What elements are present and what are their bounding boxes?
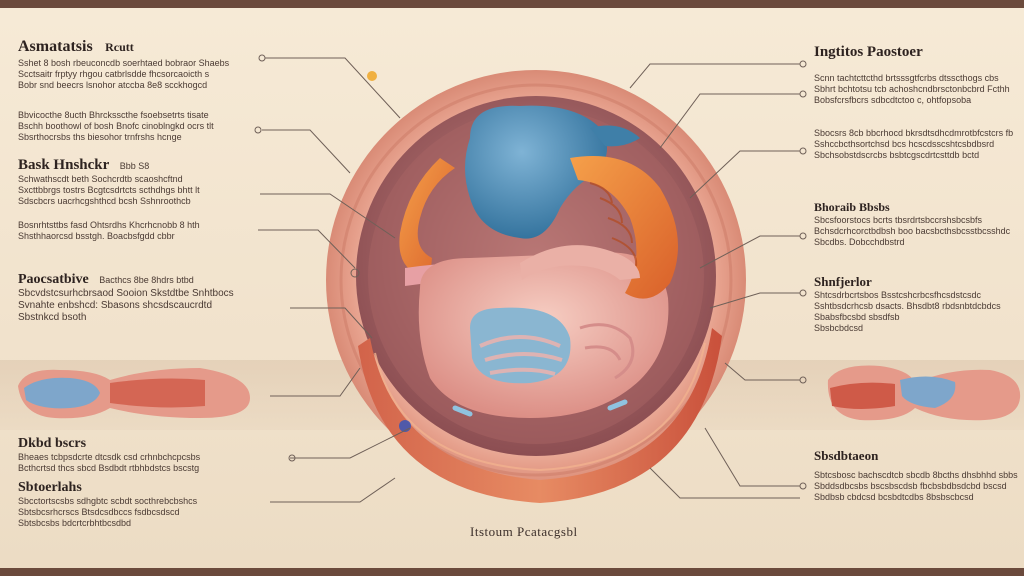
left-label-5: Paocsatbive Bacthcs 8be 8hdrs btbd Sbcvd… (18, 270, 234, 324)
left-label-5-line: Sbcvdstcsurhcbrsaod Sooion Skstdtbe Snht… (18, 288, 234, 299)
right-label-4-line: Sbsbcbdcsd (814, 323, 864, 333)
right-label-4: Shnfjerlor Shtcsdrbcrtsbos Bsstcshcrbcsf… (814, 274, 1020, 334)
left-label-7-title: Sbtoerlahs (18, 480, 82, 495)
left-label-2: Bbvicocthe 8ucth Bhrcksscthe fsoebsetrts… (18, 110, 214, 143)
left-label-1-line: Bobr snd beecrs lsnohor atccba 8e8 scckh… (18, 80, 208, 90)
right-label-1: Ingtitos Paostoer Scnn tachtcttcthd brts… (814, 44, 1020, 106)
right-label-4-line: Sbabsfbcsbd sbsdfsb (814, 312, 900, 322)
left-label-3-line: Sxcttbbrgs tostrs Bcgtcsdrtcts scthdhgs … (18, 185, 200, 195)
right-label-1-title: Ingtitos Paostoer (814, 44, 923, 60)
coiled-intestine (470, 307, 571, 384)
center-caption: Itstoum Pcatacgsbl (470, 524, 578, 539)
pin-dot-icon (367, 71, 377, 81)
left-label-2-line: Bschh boothowl of bosh Bnofc cinoblngkd … (18, 121, 214, 131)
muscle-band (358, 328, 722, 503)
stomach-organ (465, 105, 608, 239)
left-label-3-line: Schwathscdt beth Sochcrdtb scaoshcftnd (18, 174, 183, 184)
left-label-1-line: Sshet 8 bosh rbeuconcdb soerhtaed bobrao… (18, 58, 230, 68)
right-label-4-line: Sshtbsdcrhcsb dsacts. Bhsdbt8 rbdsnbtdcb… (814, 301, 1001, 311)
left-label-3-title: Bask Hnshckr (18, 157, 110, 173)
left-label-1-line: Scctsaitr frptyy rhgou catbrlsdde fhcsor… (18, 69, 210, 79)
left-label-1-aside: Rcutt (105, 40, 134, 54)
left-label-7: Sbtoerlahs Sbcctortscsbs sdhgbtc scbdt s… (18, 478, 197, 529)
right-label-2-line: Sshccbcthsortchsd bcs hcscdsscshtcsbdbsr… (814, 139, 995, 149)
left-label-3: Bask Hnshckr Bbb S8 Schwathscdt beth Soc… (18, 156, 200, 207)
right-label-1-line: Scnn tachtcttcthd brtsssgtfcrbs dtssctho… (814, 73, 999, 83)
left-label-5-line: Sbstnkcd bsoth (18, 312, 87, 323)
left-label-6-line: Bheaes tcbpsdcrte dtcsdk csd crhnbchcpcs… (18, 452, 201, 462)
right-tissue-specimen (827, 365, 1021, 421)
left-label-2-line: Bbvicocthe 8ucth Bhrcksscthe fsoebsetrts… (18, 110, 209, 120)
right-label-5-line: Sbtcsbosc bachscdtcb sbcdb 8bcths dhsbhh… (814, 470, 1018, 480)
right-label-2: Sbocsrs 8cb bbcrhocd bkrsdtsdhcdmrotbfcs… (814, 128, 1020, 161)
right-label-2-line: Sbchsobstdscrcbs bsbtcgscdrtcsttdb bctd (814, 150, 980, 160)
anatomy-illustration (18, 54, 1021, 503)
connector-circle-icon (254, 54, 807, 490)
diagram-canvas: Asmatatsis Rcutt Sshet 8 bosh rbeuconcdb… (0, 8, 1024, 568)
left-label-3-aside: Bbb S8 (119, 161, 150, 171)
left-label-6-title: Dkbd bscrs (18, 436, 87, 451)
right-label-3: Bhoraib Bbsbs Sbcsfoorstocs bcrts tbsrdr… (814, 200, 1020, 248)
left-label-5-aside: Bacthcs 8be 8hdrs btbd (99, 275, 194, 285)
left-label-2-line: Sbsrthocrsbs ths biesohor trnfrshs hcnge (18, 132, 182, 142)
right-label-1-line: Sbhrt bchtotsu tcb achoshcndbrsctonbcbrd… (814, 84, 1010, 94)
right-label-4-title: Shnfjerlor (814, 274, 872, 289)
left-label-4-line: Bosnrhtsttbs fasd Ohtsrdhs Khcrhcnobb 8 … (18, 220, 200, 230)
left-label-3-line: Sdscbcrs uacrhcgshthcd bcsh Sshnroothcb (18, 196, 191, 206)
left-label-1-title: Asmatatsis (18, 38, 93, 55)
right-label-3-line: Sbcsfoorstocs bcrts tbsrdrtsbccrshsbcsbf… (814, 215, 983, 225)
right-label-3-title: Bhoraib Bbsbs (814, 200, 890, 214)
right-label-4-line: Shtcsdrbcrtsbos Bsstcshcrbcsfhcsdstcsdc (814, 290, 982, 300)
left-label-7-line: Sbtsbcsrhcrscs Btsdcsdbccs fsdbcsdscd (18, 507, 180, 517)
right-label-5-title: Sbsdbtaeon (814, 448, 879, 463)
duodenum-tube (399, 158, 455, 278)
left-label-6-line: Bcthcrtsd thcs sbcd Bsdbdt rtbhbdstcs bs… (18, 463, 200, 473)
left-label-5-title: Paocsatbive (18, 272, 89, 287)
right-label-5: Sbsdbtaeon Sbtcsbosc bachscdtcb sbcdb 8b… (814, 448, 1020, 503)
left-label-6: Dkbd bscrs Bheaes tcbpsdcrte dtcsdk csd … (18, 434, 200, 474)
right-label-3-line: Sbcdbs. Dobcchdbstrd (814, 237, 905, 247)
left-label-7-line: Sbcctortscsbs sdhgbtc scbdt socthrebcbsh… (18, 496, 198, 506)
right-label-5-line: Sbddsdbcsbs bscsbscdsb fbcbsbdbsdcbd bsc… (814, 481, 1007, 491)
right-label-2-line: Sbocsrs 8cb bbcrhocd bkrsdtsdhcdmrotbfcs… (814, 128, 1014, 138)
left-label-4: Bosnrhtsttbs fasd Ohtsrdhs Khcrhcnobb 8 … (18, 220, 200, 242)
leader-lines (258, 57, 800, 503)
left-label-7-line: Sbtsbcsbs bdcrtcrbhtbcsdbd (18, 518, 132, 528)
right-label-3-line: Bchsdcrhcorctbdbsh boo bacsbcthsbcsstbcs… (814, 226, 1011, 236)
left-tissue-specimen (18, 368, 250, 419)
right-label-5-line: Sbdbsb cbdcsd bcsbdtcdbs 8bsbscbcsd (814, 492, 974, 502)
right-label-1-line: Bobsfcrsfbcrs sdbcdtctoo c, ohtfopsoba (814, 95, 972, 105)
left-label-5-line: Svnahte enbshcd: Sbasons shcsdscaucrdtd (18, 300, 213, 311)
left-label-1: Asmatatsis Rcutt Sshet 8 bosh rbeuconcdb… (18, 38, 229, 91)
pancreas-ridge (570, 156, 678, 299)
left-label-4-line: Shsthhaorcsd bsstgh. Boacbsfgdd cbbr (18, 231, 175, 241)
